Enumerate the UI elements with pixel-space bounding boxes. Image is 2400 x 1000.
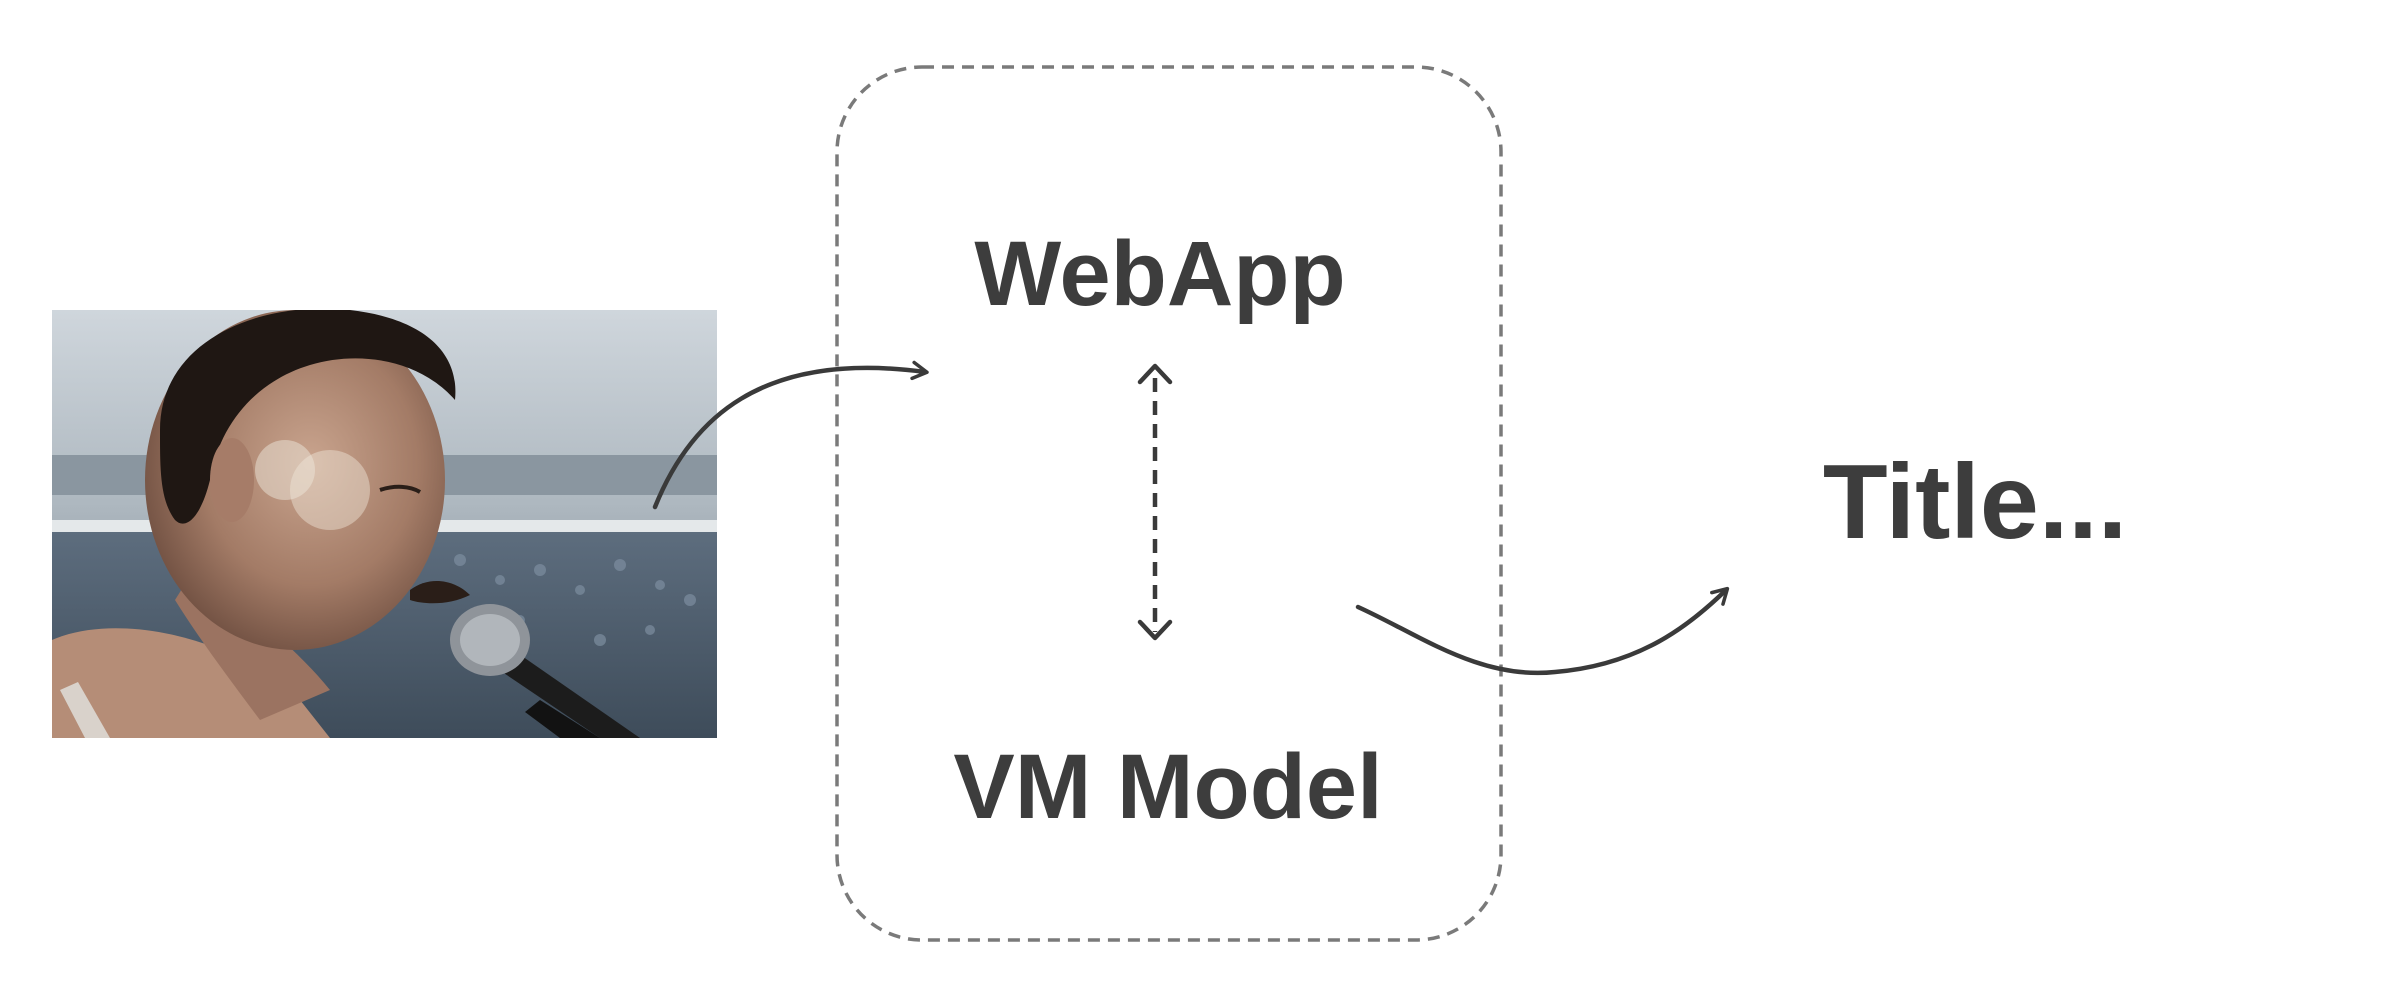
- microphone-icon: [450, 604, 640, 738]
- bidirectional-dashed-arrow: [1137, 363, 1173, 641]
- input-photo: [52, 310, 717, 738]
- webapp-label: WebApp: [974, 223, 1345, 325]
- input-arrow: [652, 360, 929, 510]
- output-arrow: [1355, 586, 1730, 676]
- vm-model-label: VM Model: [953, 736, 1382, 838]
- model-container-box: [835, 65, 1503, 942]
- output-title-label: Title...: [1823, 443, 2127, 561]
